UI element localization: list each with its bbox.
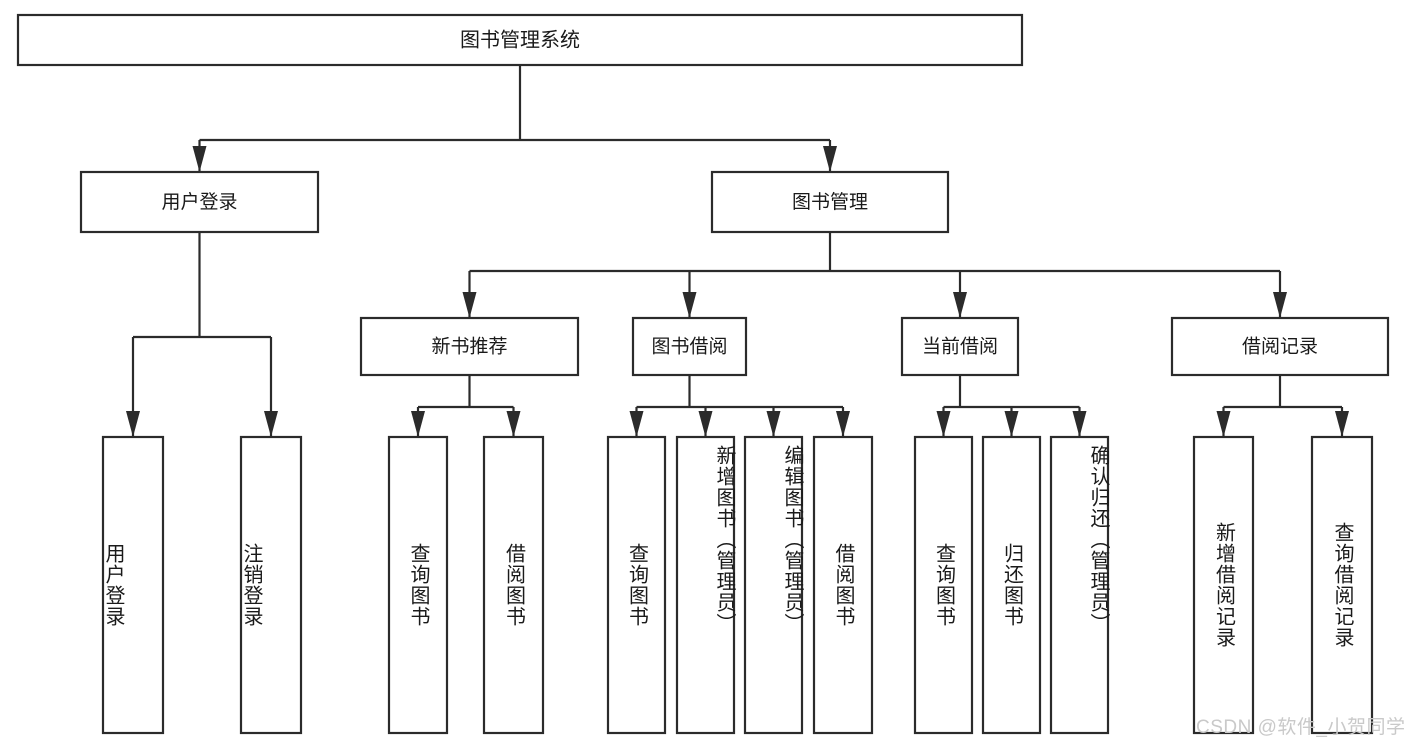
node-box-root[interactable] bbox=[16, 13, 1024, 67]
arrow-head-icon bbox=[698, 411, 713, 437]
arrow-head-icon bbox=[506, 411, 521, 437]
node-box-current-query-book[interactable] bbox=[913, 435, 974, 735]
node-label-user-login: 用户登录 bbox=[161, 191, 237, 213]
node-box-recommend-borrow-book[interactable] bbox=[482, 435, 545, 735]
arrow-head-icon bbox=[823, 146, 837, 172]
arrow-head-icon bbox=[1273, 292, 1287, 318]
arrow-head-icon bbox=[126, 411, 140, 437]
arrow-head-icon bbox=[411, 411, 425, 437]
node-box-user-login[interactable] bbox=[79, 170, 320, 234]
arrow-head-icon bbox=[682, 292, 697, 318]
node-box-book-management[interactable] bbox=[710, 170, 950, 234]
node-box-borrow-edit-book[interactable] bbox=[743, 435, 804, 735]
node-label-book-management: 图书管理 bbox=[792, 191, 868, 213]
node-box-records-query-record[interactable] bbox=[1310, 435, 1374, 735]
node-box-recommend-query-book[interactable] bbox=[387, 435, 449, 735]
arrow-head-icon bbox=[766, 411, 781, 437]
node-box-borrow-borrow-book[interactable] bbox=[812, 435, 874, 735]
node-box-user-logout[interactable] bbox=[239, 435, 303, 735]
arrow-head-icon bbox=[1004, 411, 1019, 437]
node-box-user-login-login[interactable] bbox=[101, 435, 165, 735]
arrow-head-icon bbox=[1335, 411, 1349, 437]
node-box-borrow-add-book[interactable] bbox=[675, 435, 736, 735]
arrow-head-icon bbox=[1072, 411, 1087, 437]
connector-layer bbox=[126, 65, 1349, 437]
arrow-head-icon bbox=[629, 411, 644, 437]
node-box-records-add-record[interactable] bbox=[1192, 435, 1255, 735]
node-box-current-confirm-return[interactable] bbox=[1049, 435, 1110, 735]
node-label-current-borrow: 当前借阅 bbox=[922, 336, 998, 358]
arrow-head-icon bbox=[1216, 411, 1231, 437]
node-label-new-book-recommend: 新书推荐 bbox=[431, 336, 507, 358]
arrow-head-icon bbox=[836, 411, 850, 437]
node-box-new-book-recommend[interactable] bbox=[359, 316, 580, 377]
node-box-borrow-query-book[interactable] bbox=[606, 435, 667, 735]
csdn-watermark: CSDN @软件_小贺同学 bbox=[1196, 717, 1405, 738]
arrow-head-icon bbox=[264, 411, 278, 437]
node-label-root: 图书管理系统 bbox=[460, 28, 580, 51]
arrow-head-icon bbox=[192, 146, 207, 172]
arrow-head-icon bbox=[936, 411, 951, 437]
node-box-current-borrow[interactable] bbox=[900, 316, 1020, 377]
node-box-borrow-records[interactable] bbox=[1170, 316, 1390, 377]
node-box-current-return-book[interactable] bbox=[981, 435, 1042, 735]
node-label-borrow-records: 借阅记录 bbox=[1242, 336, 1318, 358]
arrow-head-icon bbox=[953, 292, 967, 318]
arrow-head-icon bbox=[462, 292, 477, 318]
node-box-book-borrow[interactable] bbox=[631, 316, 748, 377]
node-label-book-borrow: 图书借阅 bbox=[651, 336, 727, 358]
node-box-layer bbox=[16, 13, 1390, 735]
